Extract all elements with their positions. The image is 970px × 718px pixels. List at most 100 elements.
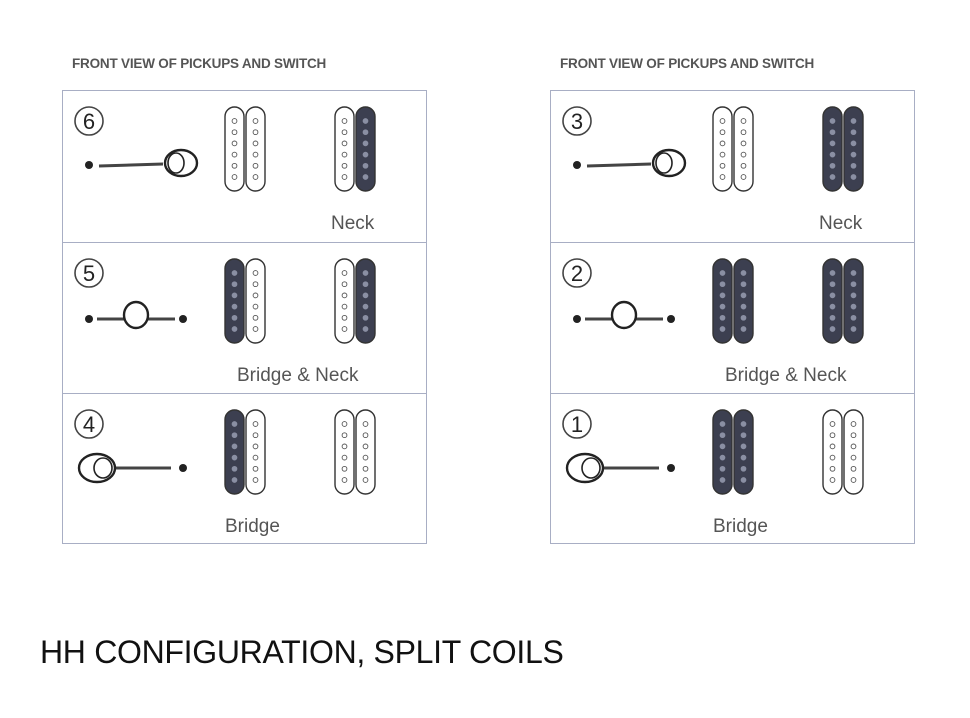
pole-piece [231, 465, 238, 472]
pole-piece [231, 432, 238, 439]
pole-piece [231, 162, 238, 169]
pole-piece [719, 140, 726, 147]
pole-piece [829, 270, 836, 276]
switch-row: 1 Bridge [551, 393, 914, 544]
row-graphic: 6 [74, 106, 376, 192]
neck-pickup [334, 258, 376, 344]
pole-piece [341, 174, 348, 180]
pole-piece [341, 303, 348, 310]
pickup-selection-label: Neck [819, 213, 863, 234]
neck-pickup [822, 106, 864, 192]
coil-inactive [334, 409, 355, 495]
pole-piece [341, 162, 348, 169]
coil-inactive [245, 258, 266, 344]
bridge-pickup [712, 409, 754, 495]
pole-piece [362, 129, 369, 136]
pole-piece [252, 326, 259, 332]
pole-piece [341, 314, 348, 321]
pole-piece [362, 303, 369, 310]
pole-piece [362, 454, 369, 461]
pole-piece [829, 432, 836, 439]
pole-piece [719, 162, 726, 169]
position-circle [74, 258, 104, 288]
switch-pivot [667, 464, 675, 472]
pole-piece [252, 292, 259, 299]
pole-piece [719, 477, 726, 483]
pole-piece [740, 174, 747, 180]
pole-piece [252, 174, 259, 180]
position-number: 4 [83, 412, 95, 437]
switch-panel-right: 3 Neck 2 Bridge & Neck 1 Bridge [550, 90, 915, 544]
pole-piece [231, 303, 238, 310]
switch-row: 6 Neck [63, 91, 426, 242]
switch-lever [586, 162, 652, 168]
pole-piece [252, 151, 259, 158]
pole-piece [231, 129, 238, 136]
pole-piece [829, 303, 836, 310]
pole-piece [362, 281, 369, 288]
pole-piece [740, 314, 747, 321]
pole-piece [231, 443, 238, 450]
pole-piece [362, 432, 369, 439]
pole-piece [362, 151, 369, 158]
pole-piece [719, 270, 726, 276]
position-circle [562, 106, 592, 136]
pole-piece [231, 151, 238, 158]
switch-row: 4 Bridge [63, 393, 426, 544]
coil-active [822, 106, 843, 192]
coil-active [843, 106, 864, 192]
switch-icon: 1 [562, 409, 675, 484]
row-graphic: 3 [562, 106, 864, 192]
pole-piece [252, 465, 259, 472]
switch-pivot [573, 315, 581, 323]
row-graphic: 2 [562, 258, 864, 344]
pole-piece [850, 281, 857, 288]
pole-piece [362, 465, 369, 472]
diagram-caption: HH CONFIGURATION, SPLIT COILS [40, 634, 564, 670]
pole-piece [850, 421, 857, 427]
pole-piece [341, 270, 348, 276]
pole-piece [850, 140, 857, 147]
pole-piece [719, 118, 726, 124]
neck-pickup [334, 409, 376, 495]
bridge-pickup [712, 106, 754, 192]
switch-icon: 5 [74, 258, 187, 330]
pole-piece [719, 292, 726, 299]
pole-piece [341, 292, 348, 299]
pole-piece [850, 454, 857, 461]
pole-piece [362, 270, 369, 276]
pole-piece [850, 174, 857, 180]
pole-piece [362, 421, 369, 427]
pole-piece [829, 281, 836, 288]
pole-piece [719, 443, 726, 450]
pole-piece [252, 432, 259, 439]
pole-piece [719, 314, 726, 321]
pole-piece [362, 326, 369, 332]
pole-piece [341, 465, 348, 472]
pole-piece [719, 465, 726, 472]
switch-row: 2 Bridge & Neck [551, 242, 914, 393]
switch-knob [610, 300, 638, 330]
coil-active [355, 106, 376, 192]
switch-knob-rim [655, 152, 673, 174]
pole-piece [231, 174, 238, 180]
switch-lever [98, 162, 164, 168]
pole-piece [829, 151, 836, 158]
pickup-selection-label: Neck [331, 213, 375, 234]
pole-piece [252, 443, 259, 450]
pole-piece [231, 326, 238, 332]
pole-piece [740, 326, 747, 332]
pole-piece [341, 477, 348, 483]
pole-piece [850, 326, 857, 332]
pole-piece [341, 281, 348, 288]
pole-piece [231, 314, 238, 321]
coil-active [843, 258, 864, 344]
pole-piece [362, 162, 369, 169]
pole-piece [341, 118, 348, 124]
pole-piece [231, 281, 238, 288]
pickup-selection-label: Bridge & Neck [725, 365, 847, 386]
pole-piece [829, 140, 836, 147]
pole-piece [719, 326, 726, 332]
switch-icon: 3 [562, 106, 687, 178]
pole-piece [341, 421, 348, 427]
